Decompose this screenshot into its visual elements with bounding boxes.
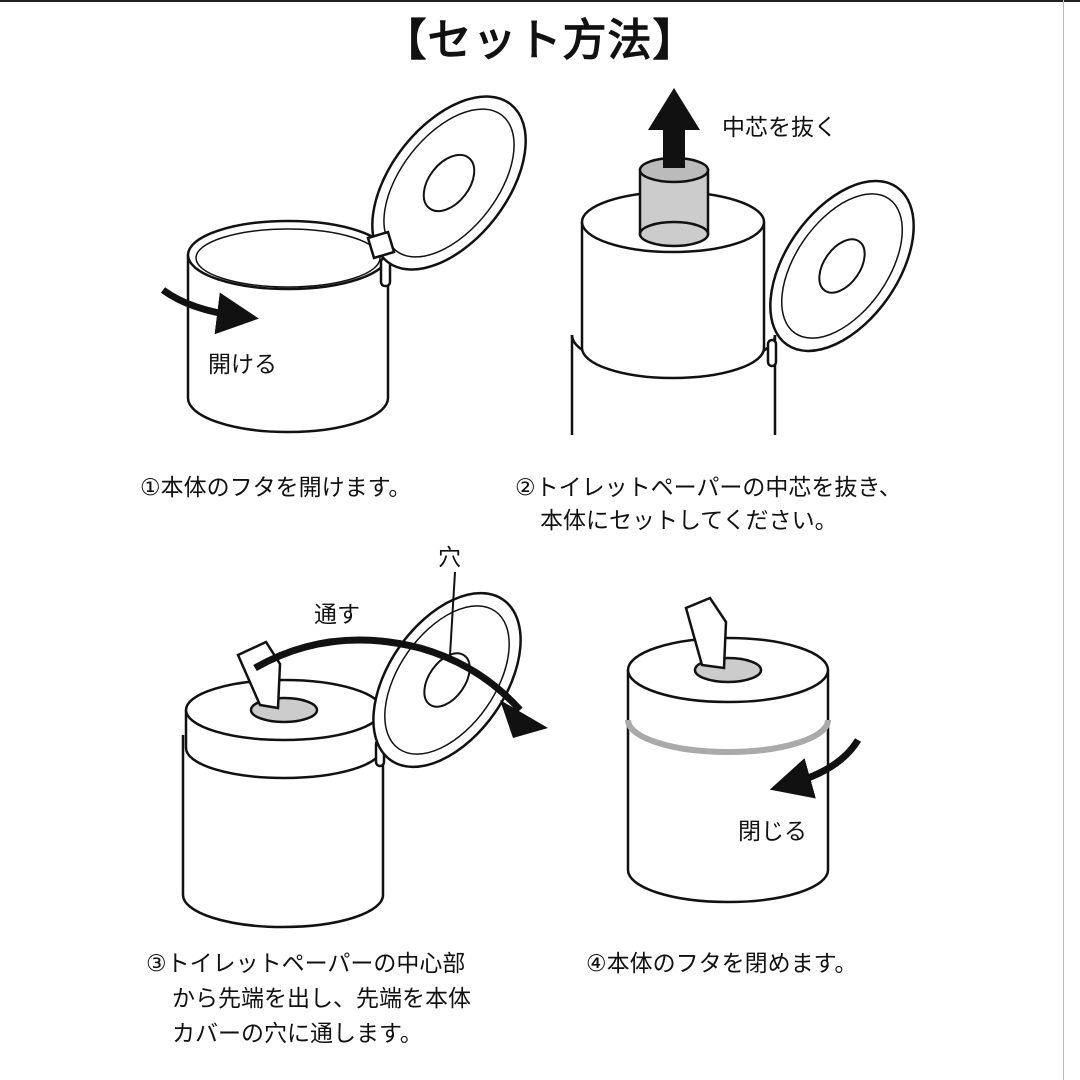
step2-caption-line2: 本体にセットしてください。 xyxy=(540,508,838,534)
top-border xyxy=(0,0,1080,2)
step3-caption-line3: カバーの穴に通します。 xyxy=(172,1021,423,1047)
close-arrow-icon xyxy=(769,738,862,799)
step3-caption-line2: から先端を出し、先端を本体 xyxy=(172,986,471,1012)
step1-action-label: 開ける xyxy=(208,352,277,378)
step3-action-label: 通す xyxy=(314,602,360,628)
hole-pointer xyxy=(449,571,456,656)
step2-caption-line1: ②トイレットペーパーの中芯を抜き、 xyxy=(515,475,902,501)
step2-action-label: 中芯を抜く xyxy=(722,115,837,141)
step4-action-label: 閉じる xyxy=(738,819,807,845)
step3-illustration xyxy=(181,591,522,929)
feed-arrowhead-icon xyxy=(500,700,548,738)
open-arrow-icon xyxy=(160,287,259,335)
feed-arrow-icon xyxy=(253,636,523,713)
right-border xyxy=(1063,0,1064,1080)
hole-label: 穴 xyxy=(438,545,461,571)
step3-caption-line1: ③トイレットペーパーの中心部 xyxy=(146,951,466,977)
page-title: 【セット方法】 xyxy=(382,15,698,66)
step2-illustration xyxy=(570,156,915,435)
up-arrow-icon xyxy=(648,88,700,168)
step4-illustration xyxy=(625,596,831,904)
step4-caption: ④本体のフタを閉めます。 xyxy=(586,951,858,977)
step1-caption: ①本体のフタを開けます。 xyxy=(140,475,412,501)
